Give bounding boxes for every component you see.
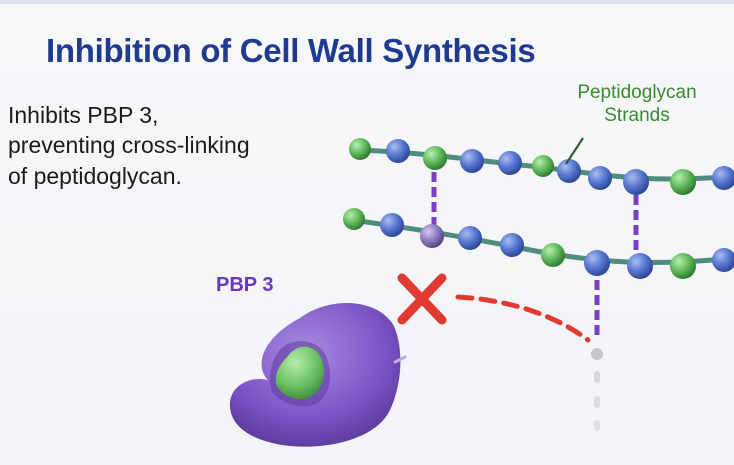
- strands-label-line: Peptidoglycan: [577, 82, 697, 103]
- missing-link: [591, 348, 603, 431]
- faded-link: [594, 371, 600, 383]
- bead-green: [423, 146, 447, 170]
- bead-blue: [584, 250, 610, 276]
- x-mark-icon: [397, 273, 447, 325]
- enzyme-substrate: [275, 346, 325, 400]
- bead-blue: [458, 226, 482, 250]
- bead-green: [343, 208, 365, 230]
- cross-links: [431, 172, 639, 336]
- strand-top-beads: [349, 138, 734, 195]
- bead-blue: [557, 159, 581, 183]
- faded-link: [594, 420, 600, 431]
- peptidoglycan-strands-label: Peptidoglycan Strands: [552, 81, 722, 127]
- strand-top-backbone: [353, 147, 734, 182]
- description-line: preventing cross-linking: [8, 132, 250, 159]
- bead-blue: [712, 166, 734, 190]
- description-line: of peptidoglycan.: [8, 162, 182, 189]
- faded-link: [594, 396, 600, 408]
- bead-blue: [500, 233, 524, 257]
- bead-green: [532, 155, 554, 177]
- enzyme-tether: [393, 355, 407, 364]
- bead-blue: [623, 169, 649, 195]
- bead-green: [670, 253, 696, 279]
- bead-blue: [386, 139, 410, 163]
- bead-blue: [712, 248, 734, 272]
- description-line: Inhibits PBP 3,: [8, 102, 159, 128]
- bead-blue: [498, 151, 522, 175]
- pbp3-enzyme: [229, 303, 407, 447]
- bead-blue: [588, 166, 612, 190]
- bead-purple: [420, 224, 444, 248]
- bead-blue: [627, 253, 653, 279]
- bead-green: [541, 243, 565, 267]
- strand-label-pointer: [565, 137, 584, 165]
- description-text: Inhibits PBP 3, preventing cross-linking…: [8, 100, 308, 191]
- bead-green: [670, 169, 696, 195]
- bead-blue: [380, 213, 404, 237]
- bead-green: [349, 138, 371, 160]
- strand-top: [353, 147, 734, 182]
- top-border: [0, 0, 734, 4]
- blocked-crosslink-path: [455, 294, 591, 343]
- faded-bead: [591, 348, 603, 360]
- strands-label-line: Strands: [604, 105, 670, 127]
- pbp3-label: PBP 3: [216, 274, 274, 296]
- bead-blue: [460, 149, 484, 173]
- strand-bottom-beads: [343, 208, 734, 279]
- page-title: Inhibition of Cell Wall Synthesis: [46, 32, 536, 69]
